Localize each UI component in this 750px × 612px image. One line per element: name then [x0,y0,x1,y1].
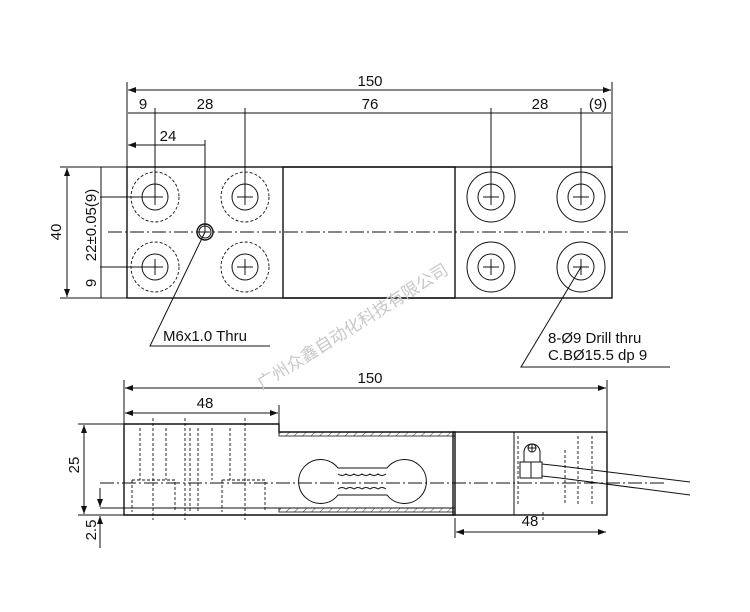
side-dim-overall-label: 150 [357,370,382,387]
top-dimensions: 150 9 28 76 28 (9) 24 40 22±0.05(9) 9 [48,73,613,299]
hole-note: 8-Ø9 Drill thru C.BØ15.5 dp 9 [520,266,670,368]
dim-height-label: 40 [48,224,65,241]
side-dim-right-block-label: 48 [522,513,539,530]
side-dim-gap-label: 2.5 [83,520,100,541]
dim-hole-spacing-label: 22±0.05(9) [83,189,100,261]
hole-note-line1: 8-Ø9 Drill thru [548,330,641,347]
strain-gauge-bore [298,459,427,504]
cable-gland [519,443,543,479]
side-view: 150 48 48 [66,370,691,548]
dim-edge-right-label: (9) [589,96,607,113]
top-view: 150 9 28 76 28 (9) 24 40 22±0.05(9) 9 [48,73,670,368]
hole-counterbored-solid [466,171,606,293]
dim-thread-offset-label: 24 [160,128,177,145]
dim-edge-left-label: 9 [139,96,147,113]
left-body [123,423,456,516]
dim-middle-label: 76 [362,96,379,113]
cable [541,463,691,496]
side-dim-height-label: 25 [66,457,83,474]
dim-overall-label: 150 [357,73,382,90]
hatched-section [282,166,456,299]
side-hatched-section [452,431,515,516]
dim-pitch-left-label: 28 [197,96,214,113]
thread-note-label: M6x1.0 Thru [163,328,247,345]
top-plate-outline [126,166,613,299]
thread-note: M6x1.0 Thru [149,231,270,347]
hidden-bolt-holes [131,418,593,520]
side-dim-left-block-label: 48 [197,395,214,412]
hole-note-line2: C.BØ15.5 dp 9 [548,347,647,364]
dim-bottom-edge-label: 9 [83,279,100,287]
dim-pitch-right-label: 28 [532,96,549,113]
